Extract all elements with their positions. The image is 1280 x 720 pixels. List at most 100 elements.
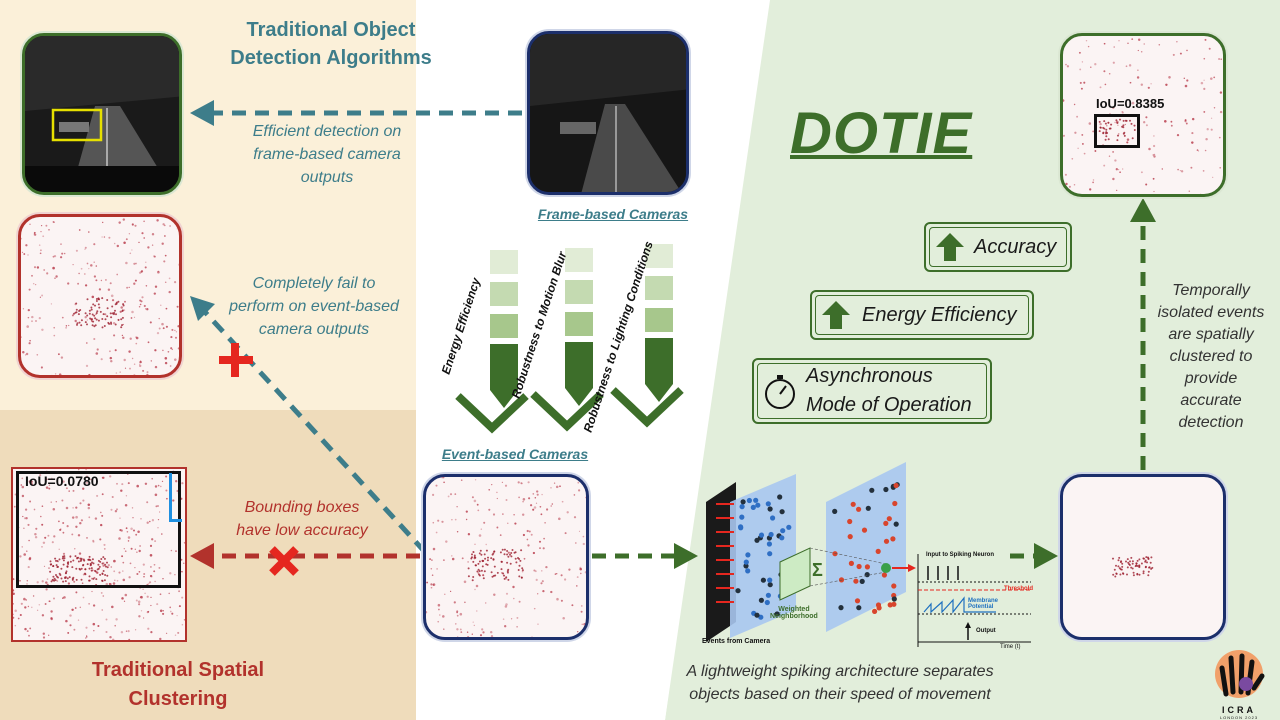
event-dot (141, 232, 144, 235)
event-dot (560, 574, 563, 577)
event-dot (161, 480, 164, 483)
event-dot (88, 555, 91, 558)
event-dot (174, 329, 176, 332)
event-dot (1112, 573, 1115, 576)
event-dot (1184, 119, 1187, 122)
neuron-dot (847, 534, 853, 540)
neuron-dot (767, 577, 773, 583)
event-dot (25, 517, 28, 520)
event-dot (133, 282, 136, 285)
event-dot (459, 612, 463, 616)
event-dot (161, 533, 163, 535)
event-dot (1123, 131, 1126, 134)
event-dot (1152, 177, 1155, 180)
event-dot (1116, 139, 1119, 142)
event-dot (41, 580, 44, 583)
event-dot (1140, 83, 1144, 86)
event-dot (48, 484, 51, 486)
event-dot (72, 263, 74, 266)
event-dot (538, 540, 542, 543)
event-dot (1131, 560, 1134, 563)
event-dot (536, 493, 539, 496)
event-dot (117, 318, 120, 321)
event-dot (127, 536, 131, 539)
event-dot (527, 481, 530, 484)
event-dot (71, 314, 74, 317)
event-dot (32, 282, 35, 285)
event-dot (153, 255, 156, 258)
event-dot (58, 373, 62, 375)
event-dot (153, 570, 156, 573)
event-dot (1104, 138, 1107, 141)
event-dot (49, 560, 52, 563)
event-dot (149, 565, 152, 568)
event-dot (150, 596, 152, 599)
event-dot (154, 255, 156, 258)
event-dot (467, 575, 470, 578)
event-dot (473, 554, 476, 557)
event-dot (1105, 124, 1108, 127)
event-dot (104, 574, 107, 576)
event-dot (61, 252, 64, 255)
event-dot (1224, 106, 1226, 108)
event-dot (39, 252, 42, 255)
event-dot (21, 546, 23, 548)
event-dot (107, 563, 110, 567)
event-dot (79, 606, 82, 609)
event-dot (1099, 126, 1102, 129)
event-dot (576, 576, 579, 579)
neuron-dot (746, 497, 752, 504)
event-dot (45, 486, 49, 489)
event-dot (1147, 556, 1149, 559)
event-dot (506, 570, 509, 573)
event-dot (158, 327, 161, 330)
event-dot (176, 228, 179, 230)
neuron-dot (768, 531, 774, 538)
event-dot (161, 242, 164, 245)
neuron-dot (767, 506, 773, 512)
event-dot (443, 481, 445, 484)
event-dot (521, 570, 524, 573)
event-dot (53, 535, 56, 538)
event-dot (50, 303, 53, 305)
neuron-dot (745, 568, 751, 574)
event-dot (1134, 565, 1137, 568)
event-dot (165, 489, 168, 492)
event-dot (130, 317, 133, 319)
event-dot (122, 218, 125, 221)
event-dot (80, 578, 83, 581)
event-dot (514, 557, 517, 560)
event-dot (52, 255, 55, 258)
event-dot (181, 482, 184, 485)
event-dot (170, 347, 173, 350)
event-dot (1191, 141, 1194, 144)
event-dot (537, 593, 539, 595)
event-dot (35, 320, 37, 322)
event-dot (522, 533, 526, 537)
event-dot (431, 574, 434, 576)
event-dot (39, 474, 42, 477)
event-dot (1150, 567, 1153, 570)
neuron-dot (738, 525, 744, 531)
event-dot (143, 575, 145, 578)
event-dot (503, 577, 506, 580)
event-dot (48, 567, 50, 569)
event-dot (22, 351, 25, 354)
event-dot (146, 595, 149, 598)
event-dot (35, 527, 38, 530)
event-dot (559, 485, 561, 488)
event-dot (1200, 81, 1204, 85)
event-dot (154, 580, 156, 583)
event-dot (60, 567, 63, 570)
event-dot (1153, 155, 1156, 158)
event-dot (135, 336, 139, 340)
event-dot (132, 529, 136, 532)
event-dot (536, 490, 539, 493)
event-dot (74, 311, 77, 314)
event-dot (84, 312, 87, 315)
event-dot (1120, 560, 1123, 563)
event-dot (159, 609, 163, 613)
arch-sigma: Σ (812, 560, 823, 580)
event-dot (472, 560, 475, 563)
event-dot (121, 555, 124, 558)
